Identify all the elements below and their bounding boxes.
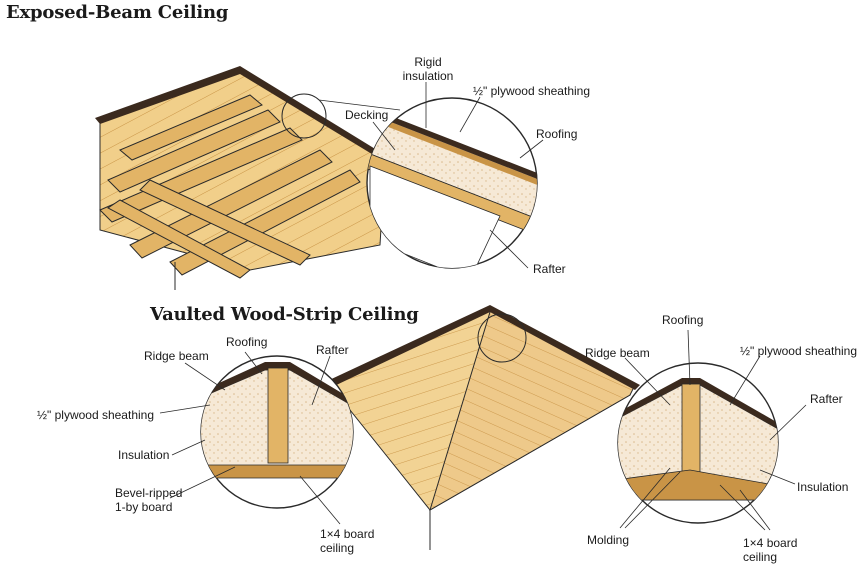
label-ridge-beam-left: Ridge beam bbox=[144, 349, 209, 363]
label-plywood-sheathing-left: ½" plywood sheathing bbox=[37, 408, 155, 422]
label-board-left-line2: ceiling bbox=[320, 541, 355, 555]
right-detail-circle bbox=[617, 362, 779, 524]
title-vaulted-wood-strip-ceiling: Vaulted Wood-Strip Ceiling bbox=[150, 304, 419, 325]
label-bevel-line2: 1-by board bbox=[115, 500, 173, 514]
label-insulation-left: Insulation bbox=[118, 448, 170, 462]
label-board-left-line1: 1×4 board bbox=[320, 527, 375, 541]
label-board-ceiling-left: 1×4 board ceiling bbox=[320, 527, 374, 555]
title-exposed-beam-ceiling: Exposed-Beam Ceiling bbox=[6, 2, 229, 23]
label-ridge-beam-right: Ridge beam bbox=[585, 346, 650, 360]
label-board-ceiling-right: 1×4 board ceiling bbox=[743, 536, 797, 564]
left-detail-circle bbox=[200, 355, 354, 509]
label-rafter-left: Rafter bbox=[316, 343, 349, 357]
label-rafter-right: Rafter bbox=[810, 392, 843, 406]
exposed-beam-ceiling-drawing bbox=[95, 66, 401, 290]
roof-detail-circle bbox=[366, 97, 538, 269]
label-board-right-line2: ceiling bbox=[743, 550, 778, 564]
label-roofing-right: Roofing bbox=[662, 313, 704, 327]
label-insulation-right: Insulation bbox=[797, 480, 849, 494]
label-rigid-insulation-line2: insulation bbox=[402, 69, 454, 83]
label-plywood-sheathing-right: ½" plywood sheathing bbox=[740, 344, 858, 358]
leader-lines bbox=[159, 82, 807, 531]
label-plywood-sheathing-top: ½" plywood sheathing bbox=[473, 84, 591, 98]
label-decking: Decking bbox=[345, 108, 389, 122]
label-roofing-left: Roofing bbox=[226, 335, 268, 349]
label-roofing-top: Roofing bbox=[536, 127, 578, 141]
label-bevel-ripped-board: Bevel-ripped 1-by board bbox=[115, 486, 182, 514]
label-rigid-insulation: Rigid insulation bbox=[393, 55, 463, 83]
label-rigid-insulation-line1: Rigid bbox=[414, 55, 442, 69]
vaulted-ceiling-drawing bbox=[325, 305, 640, 550]
label-rafter-top: Rafter bbox=[533, 262, 566, 276]
label-molding: Molding bbox=[587, 533, 630, 547]
label-bevel-line1: Bevel-ripped bbox=[115, 486, 183, 500]
label-board-right-line1: 1×4 board bbox=[743, 536, 798, 550]
